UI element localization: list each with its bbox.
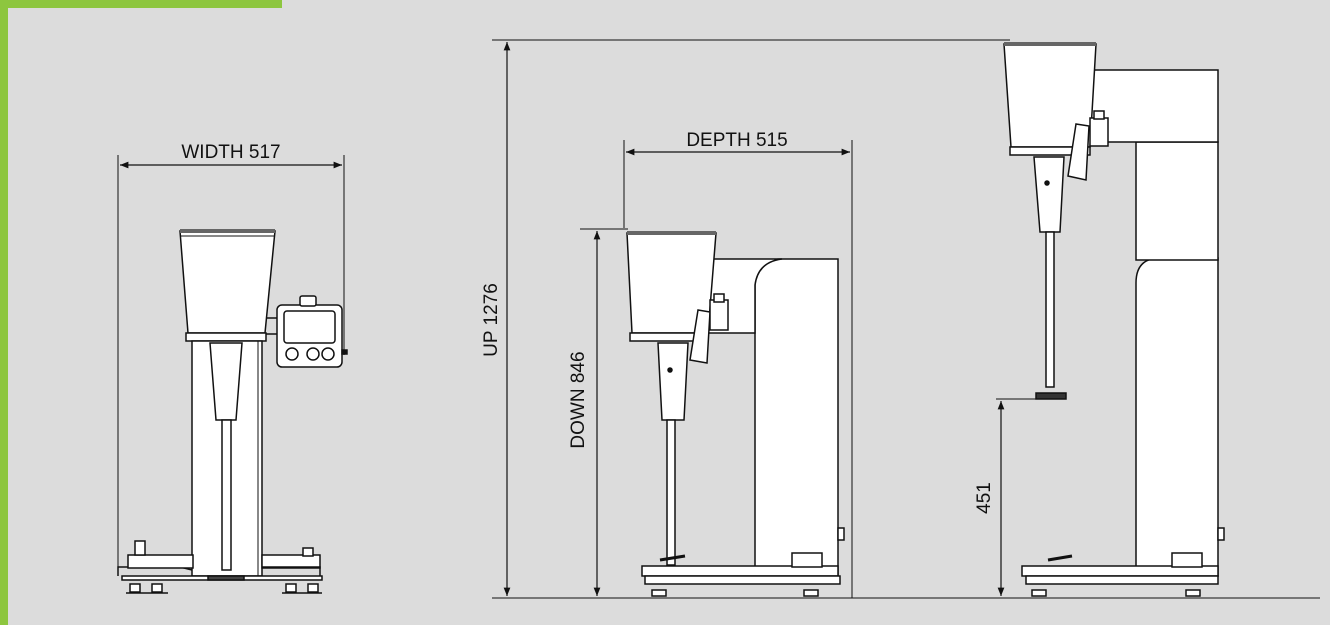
accent-corner: [272, 0, 282, 8]
front-view: [117, 155, 348, 594]
dim-label-up: UP 1276: [481, 283, 502, 357]
accent-bar-top: [0, 0, 282, 8]
accent-bar-left: [0, 0, 8, 625]
side-view-up: [996, 42, 1225, 597]
dim-label-depth: DEPTH 515: [686, 130, 787, 151]
dim-label-clearance: 451: [974, 482, 995, 514]
dim-label-width: WIDTH 517: [181, 142, 280, 163]
side-view-down: [623, 140, 853, 598]
dim-label-down: DOWN 846: [568, 351, 589, 448]
